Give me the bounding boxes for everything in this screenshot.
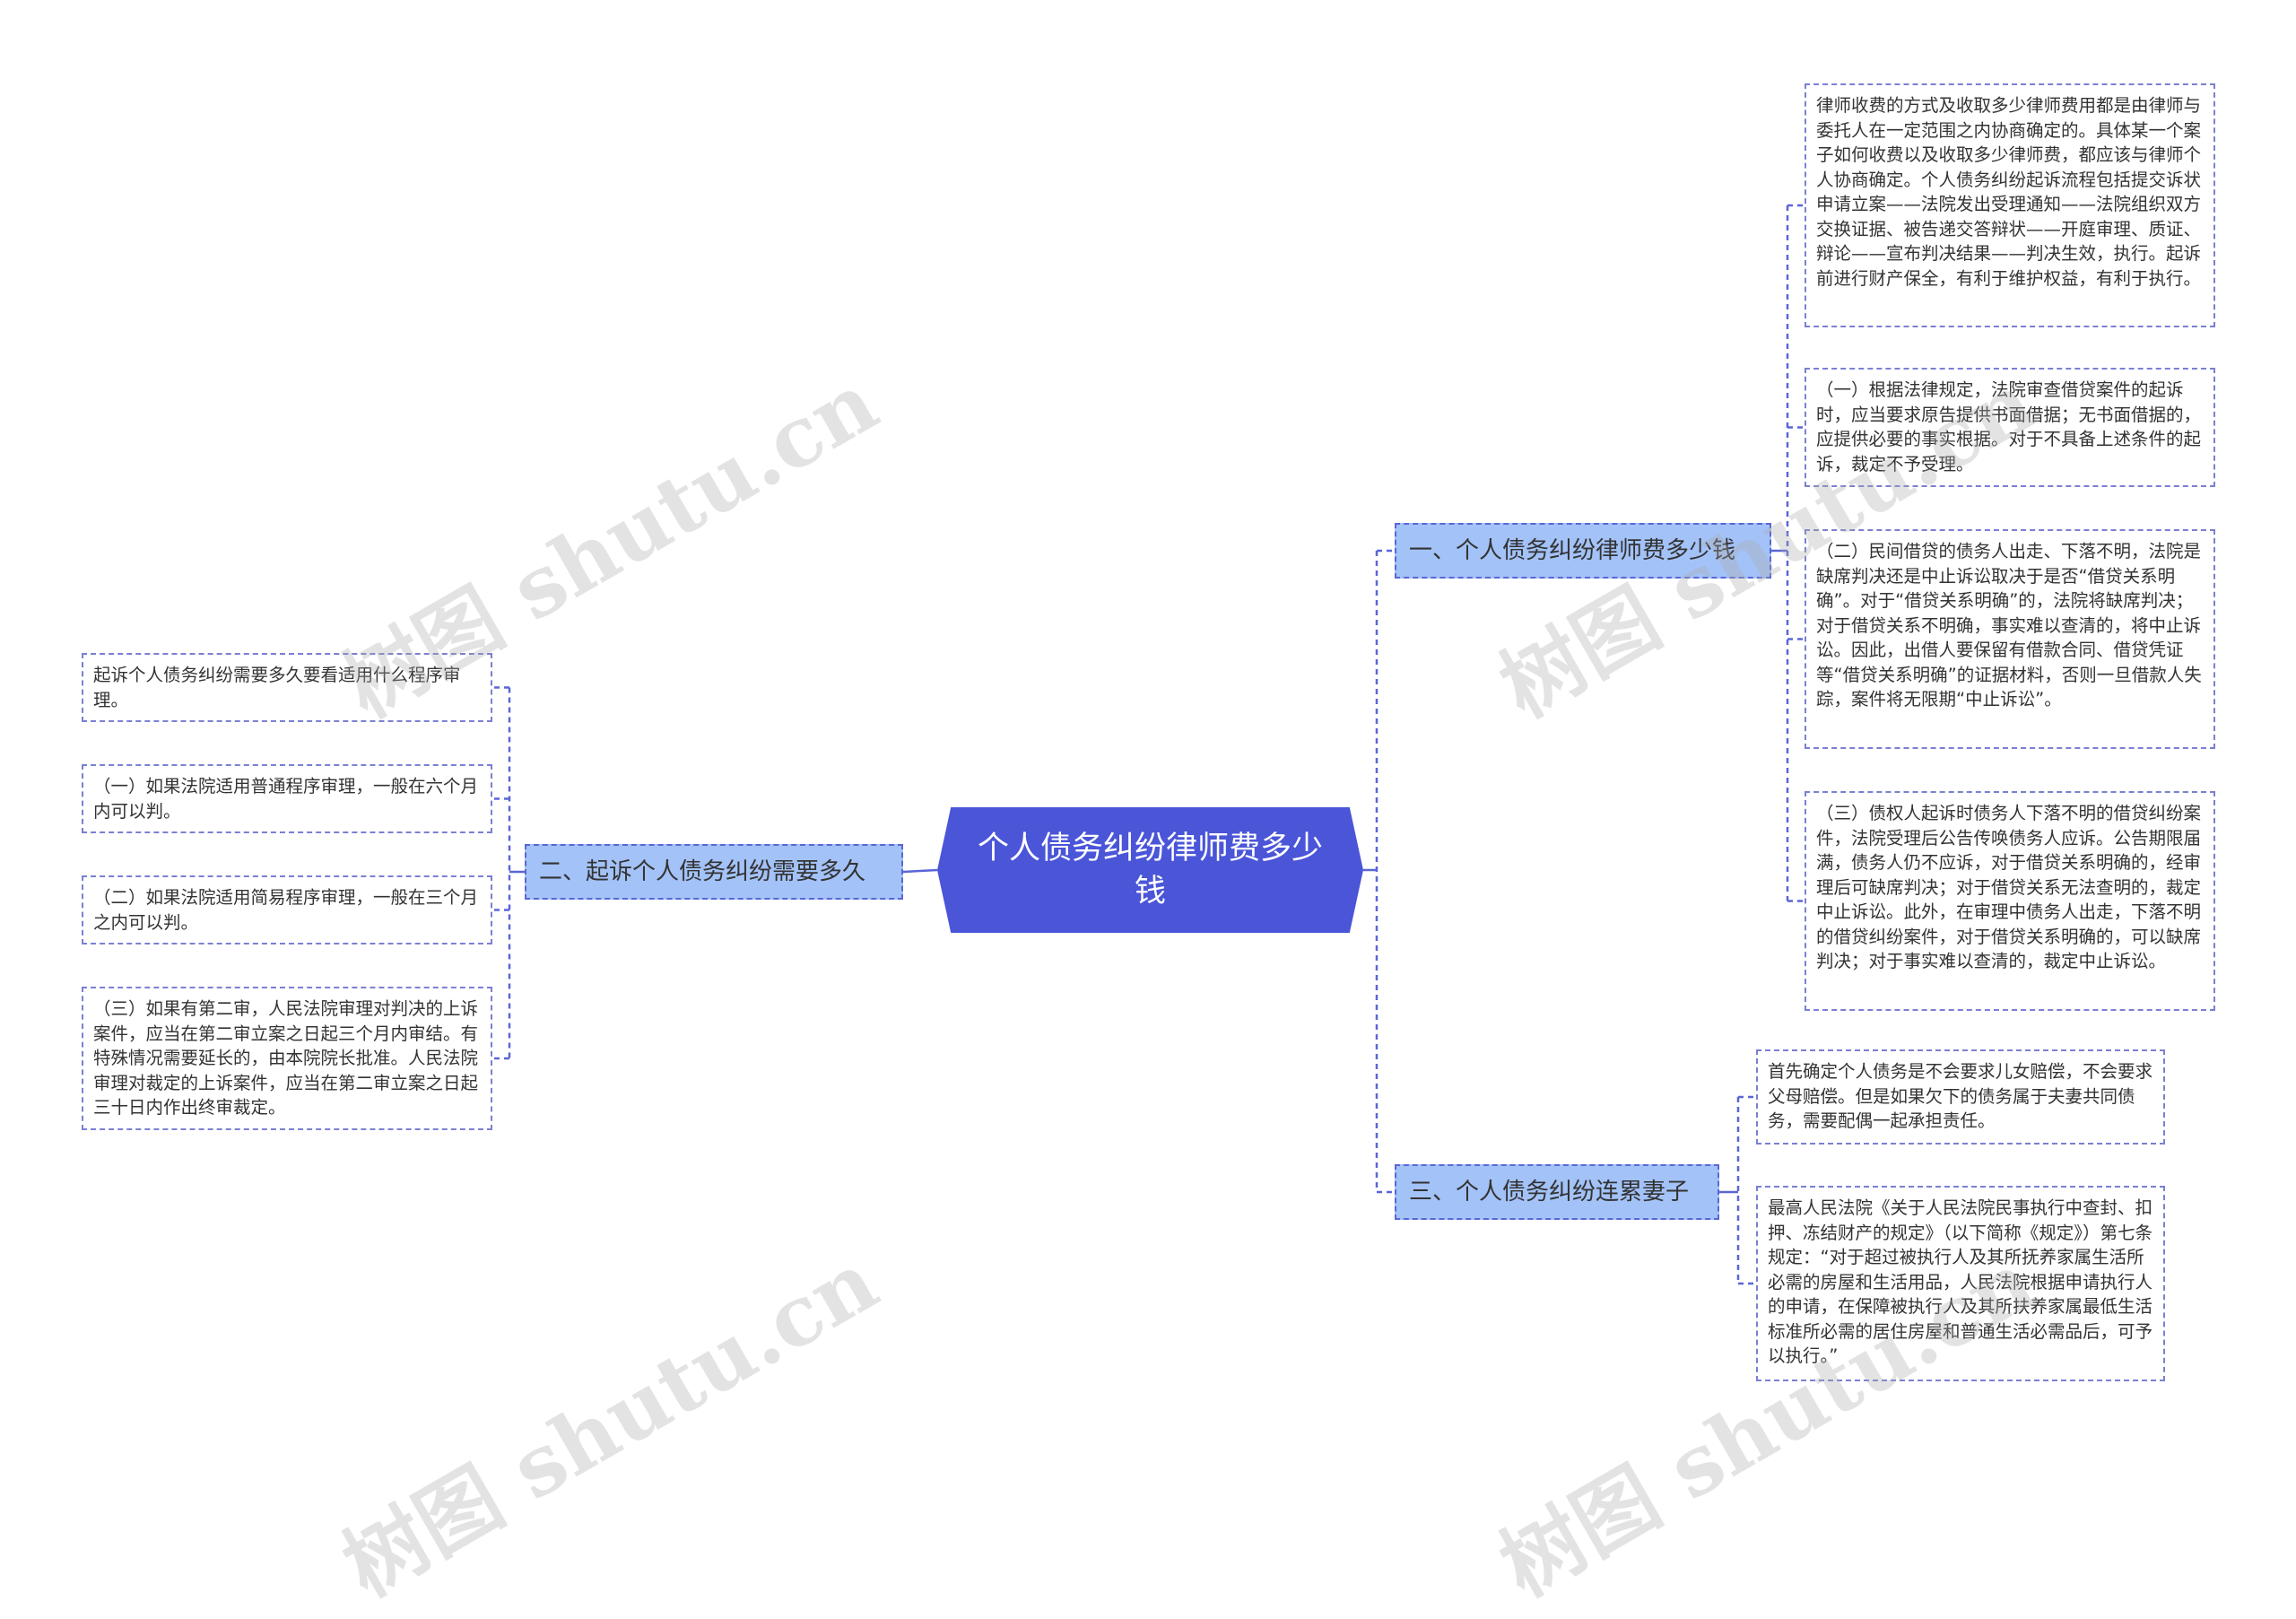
leaf-note-public-summons[interactable]: （三）债权人起诉时债务人下落不明的借贷纠纷案件，法院受理后公告传唤债务人应诉。公… — [1805, 791, 2215, 1011]
leaf-note-ordinary-procedure[interactable]: （一）如果法院适用普通程序审理，一般在六个月内可以判。 — [82, 764, 492, 833]
mind-map-canvas: 个人债务纠纷律师费多少钱 一、个人债务纠纷律师费多少钱 律师收费的方式及收取多少… — [82, 83, 2215, 1615]
root-topic[interactable]: 个人债务纠纷律师费多少钱 — [937, 807, 1363, 933]
leaf-note-fee-negotiation[interactable]: 律师收费的方式及收取多少律师费用都是由律师与委托人在一定范围之内协商确定的。具体… — [1805, 83, 2215, 327]
leaf-note-missing-debtor[interactable]: （二）民间借贷的债务人出走、下落不明，法院是缺席判决还是中止诉讼取决于是否“借贷… — [1805, 529, 2215, 749]
branch-topic-lawsuit-duration[interactable]: 二、起诉个人债务纠纷需要多久 — [525, 844, 903, 900]
leaf-note-second-instance[interactable]: （三）如果有第二审，人民法院审理对判决的上诉案件，应当在第二审立案之日起三个月内… — [82, 987, 492, 1130]
leaf-note-joint-debt[interactable]: 首先确定个人债务是不会要求儿女赔偿，不会要求父母赔偿。但是如果欠下的债务属于夫妻… — [1756, 1049, 2165, 1145]
branch-topic-lawyer-fee[interactable]: 一、个人债务纠纷律师费多少钱 — [1395, 523, 1771, 579]
leaf-note-supreme-court-rule[interactable]: 最高人民法院《关于人民法院民事执行中查封、扣押、冻结财产的规定》（以下简称《规定… — [1756, 1186, 2165, 1381]
leaf-note-summary-procedure[interactable]: （二）如果法院适用简易程序审理，一般在三个月之内可以判。 — [82, 875, 492, 944]
leaf-note-written-iou[interactable]: （一）根据法律规定，法院审查借贷案件的起诉时，应当要求原告提供书面借据；无书面借… — [1805, 368, 2215, 487]
leaf-note-depends-on-procedure[interactable]: 起诉个人债务纠纷需要多久要看适用什么程序审理。 — [82, 653, 492, 722]
connector-lines — [492, 204, 1805, 1285]
connector-line — [902, 868, 938, 874]
branch-topic-spouse-liability[interactable]: 三、个人债务纠纷连累妻子 — [1395, 1164, 1719, 1220]
